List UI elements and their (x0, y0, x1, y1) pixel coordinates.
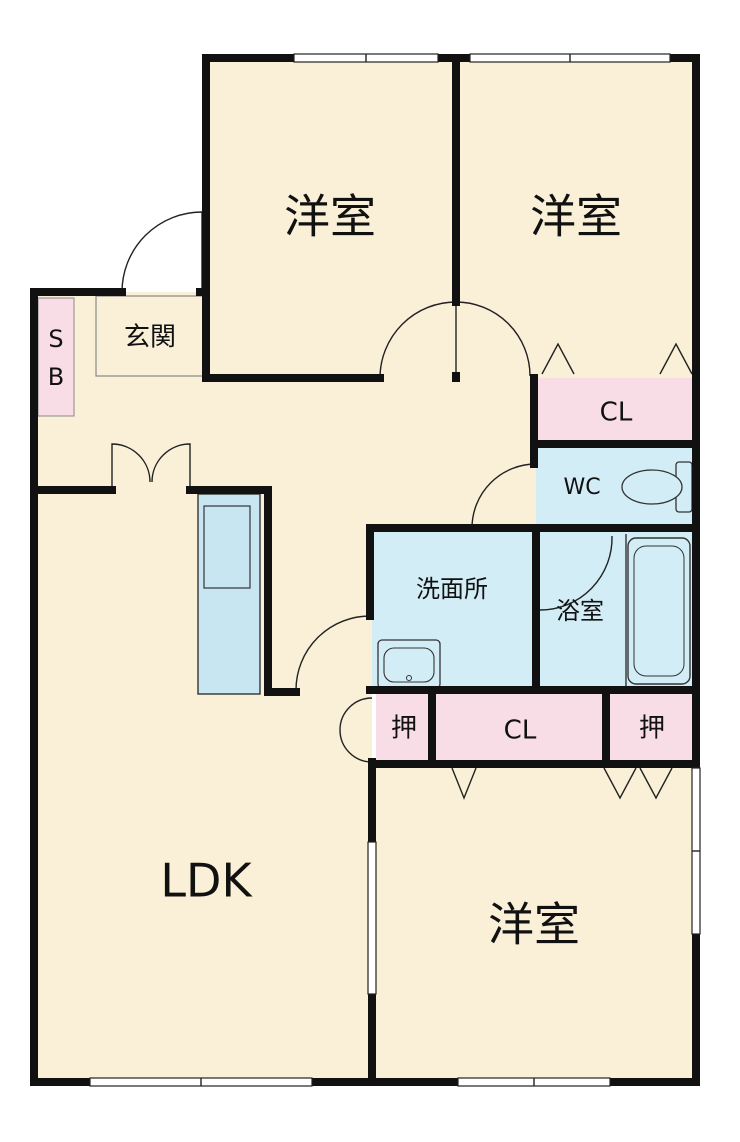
label-bathroom: 浴室 (556, 597, 604, 625)
label-western-room-top-left: 洋室 (284, 190, 376, 244)
fill-oshiire-left (376, 694, 432, 764)
bathtub-inner (633, 545, 685, 677)
washbasin-drain (406, 675, 412, 681)
label-closet-top: CL (600, 398, 633, 428)
toilet-bowl (621, 469, 683, 505)
door-bathroom (539, 535, 613, 611)
fill-room-top-right (454, 58, 696, 378)
label-oshiire-right: 押 (639, 714, 665, 744)
labels: 洋室 洋室 洋室 LDK 玄関 S B CL WC 洗面所 浴室 押 CL 押 (48, 190, 665, 952)
door-oshiire-left (339, 697, 373, 763)
window-ldk-side (367, 841, 377, 995)
label-western-room-bottom: 洋室 (488, 898, 580, 952)
label-washroom: 洗面所 (416, 575, 488, 603)
fill-room-top-left (206, 58, 454, 378)
door-closet-middle (451, 767, 673, 800)
door-room-top-right (455, 301, 531, 377)
washbasin (377, 639, 441, 689)
fill-oshiire-right (604, 694, 696, 764)
door-toilet (471, 463, 537, 529)
doors (111, 211, 693, 800)
fill-closet-top (536, 378, 696, 446)
windows (89, 53, 701, 1087)
door-washroom (295, 615, 371, 691)
label-toilet: WC (563, 475, 600, 500)
fill-shoe-box (37, 297, 75, 417)
fill-room-bottom (372, 766, 696, 1084)
kitchen-sink (203, 505, 251, 589)
fill-corridor-upper (270, 378, 536, 528)
door-ldk-right (151, 443, 191, 490)
fill-closet-middle (432, 694, 604, 764)
washbasin-bowl (383, 647, 435, 683)
label-shoe-box-s: S (48, 325, 63, 353)
label-entrance: 玄関 (124, 323, 176, 353)
toilet-fixture (621, 461, 693, 513)
door-entrance (121, 211, 203, 293)
label-western-room-top-right: 洋室 (530, 190, 622, 244)
label-shoe-box-b: B (48, 363, 64, 391)
wall-ldk-top-mid (186, 486, 300, 696)
door-ldk-left (111, 443, 151, 490)
fixtures (197, 461, 693, 695)
door-room-top-left (379, 301, 457, 379)
label-oshiire-left: 押 (391, 714, 417, 744)
label-closet-middle: CL (504, 716, 537, 746)
door-closet-top (541, 342, 693, 375)
label-ldk: LDK (160, 854, 253, 908)
